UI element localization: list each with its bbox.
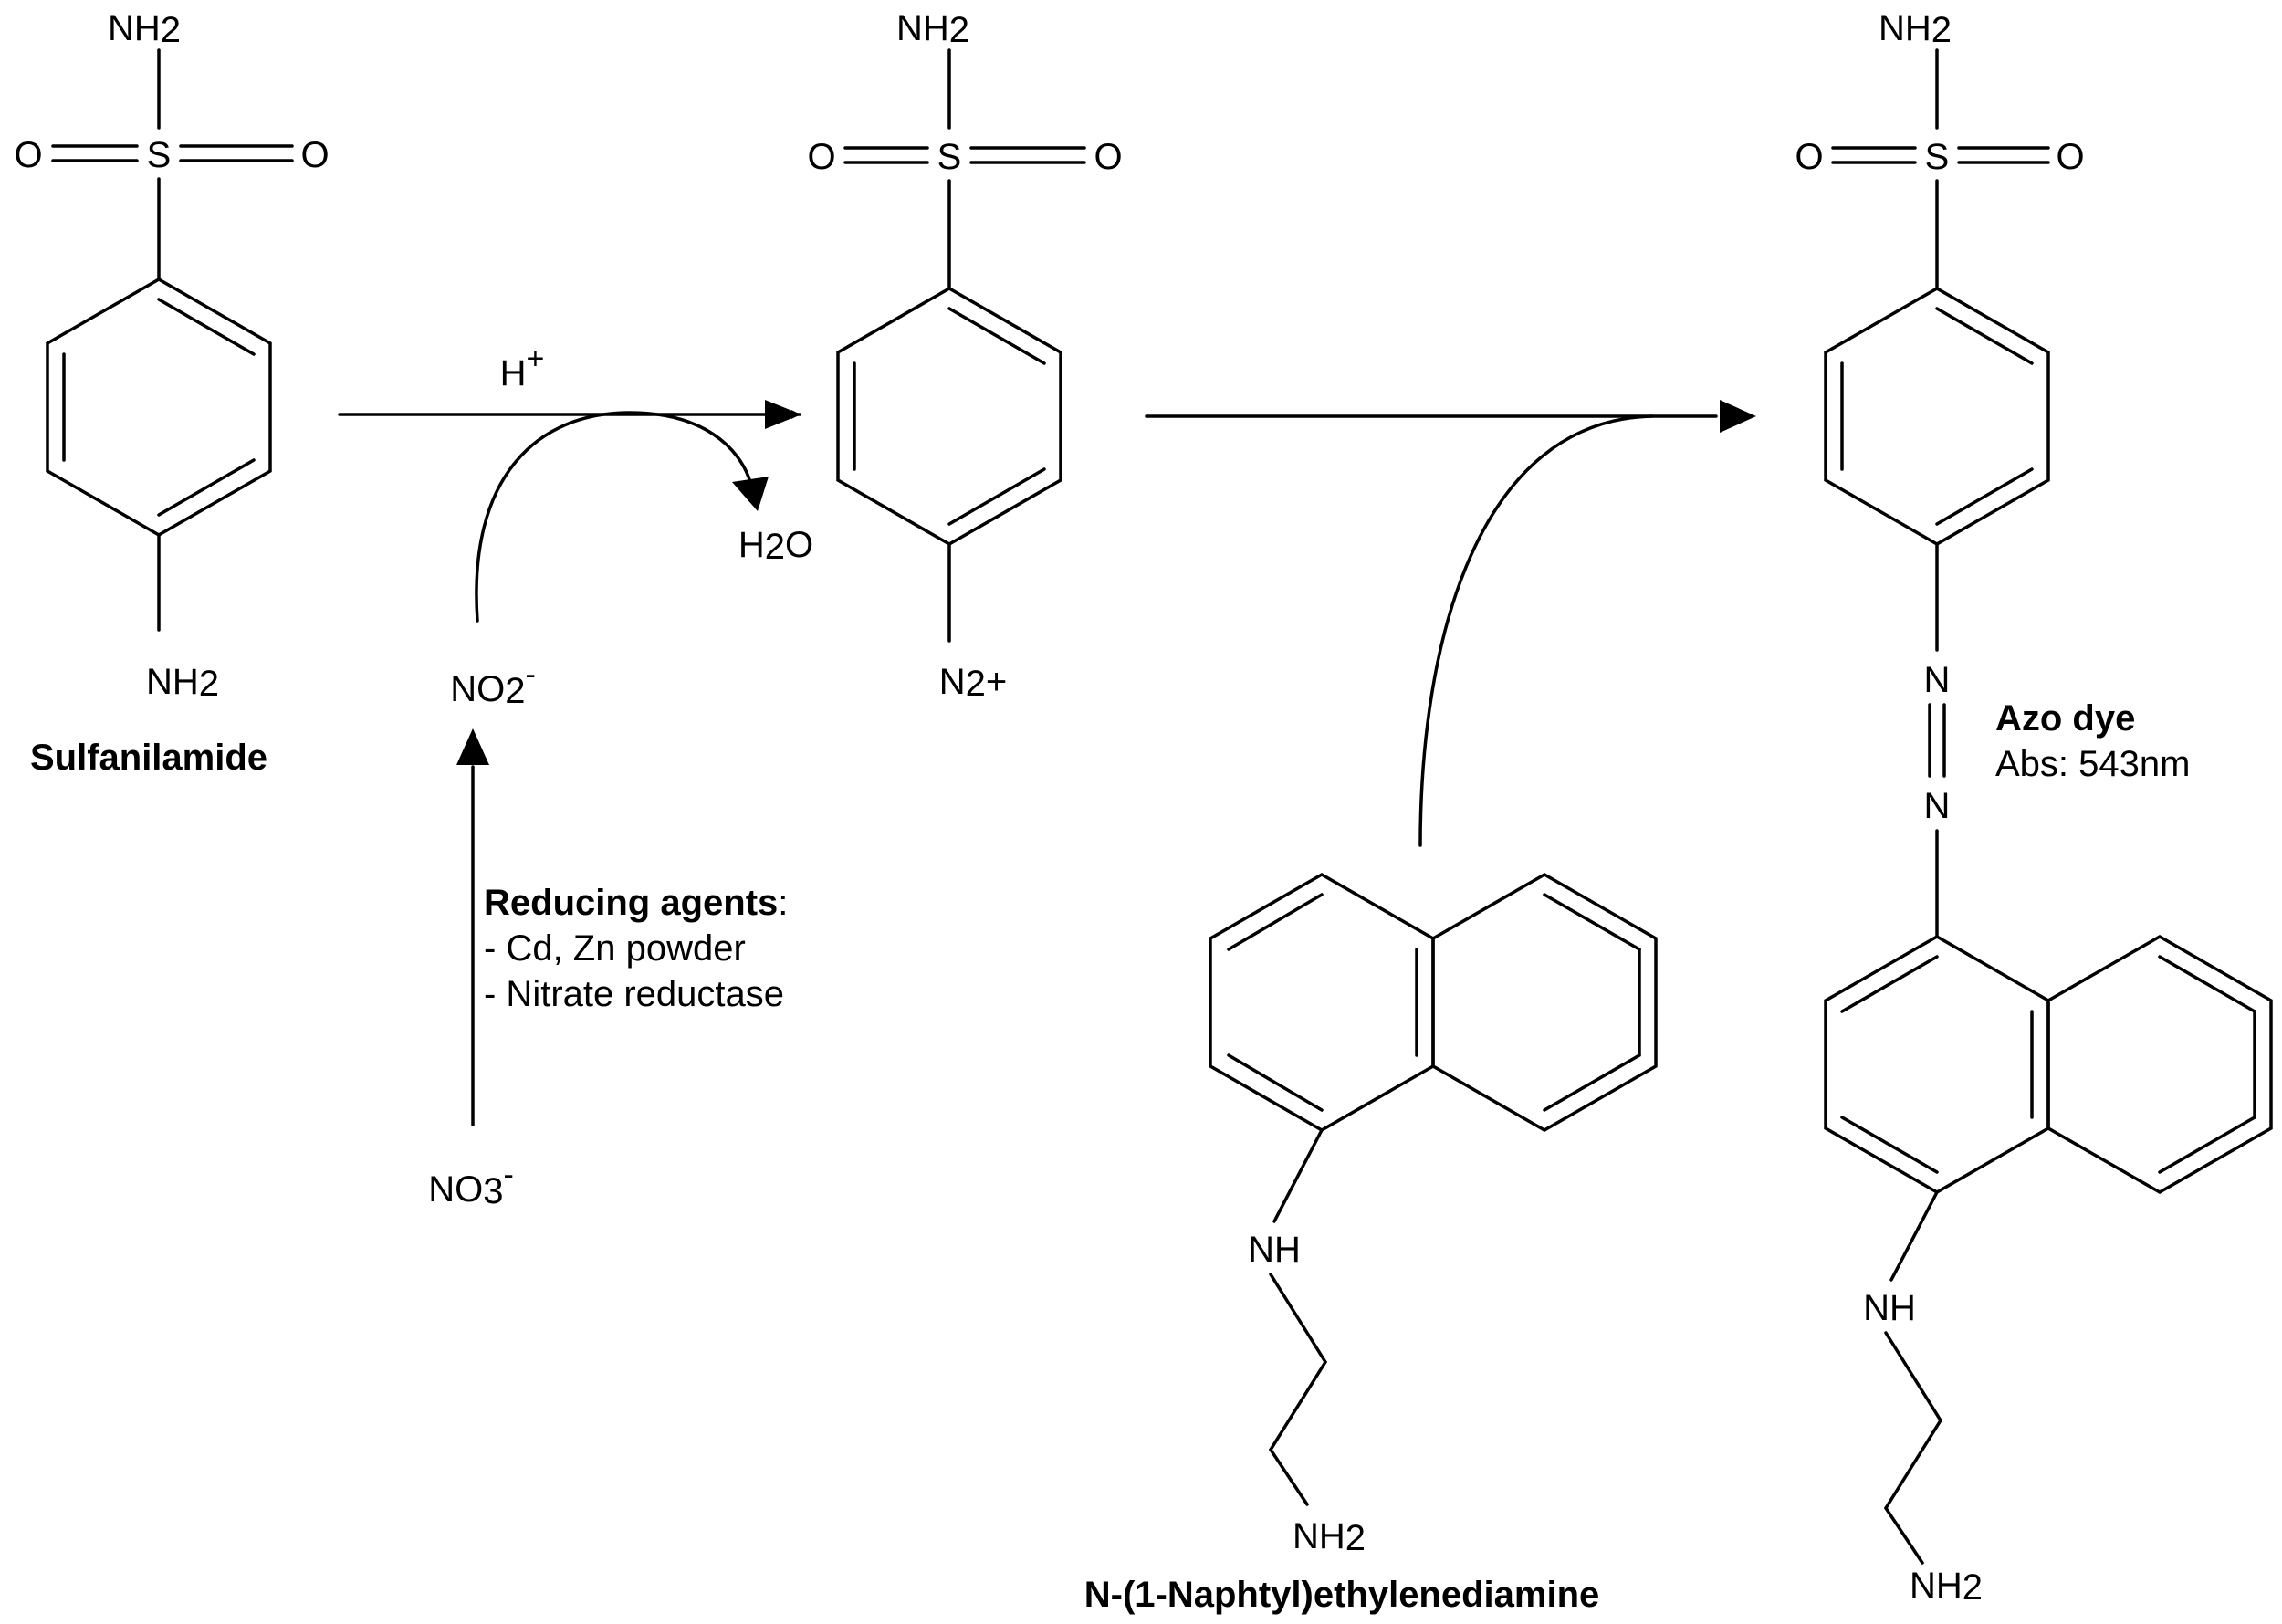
azo-oxygen-left: O [1795, 137, 1823, 177]
acid-label: H+ [500, 341, 545, 393]
sulfanilamide-sulfur: S [147, 135, 172, 175]
reducing-agent-item-2: - Nitrate reductase [484, 974, 784, 1014]
diazonium-sulfur: S [937, 137, 962, 177]
sulfanilamide-name: Sulfanilamide [30, 738, 267, 778]
water-arrowhead [732, 477, 769, 511]
diazonium-n2-plus: N2+ [939, 662, 1008, 704]
diazonium-oxygen-right: O [1094, 137, 1122, 177]
nitrate-label: NO3- [428, 1158, 514, 1211]
azo-oxygen-right: O [2056, 137, 2084, 177]
molecule-diazonium: NH2 S O O N2+ [807, 8, 1122, 704]
ned-nh2: NH2 [1293, 1516, 1366, 1558]
azo-top-nh2: NH2 [1879, 8, 1952, 50]
sulfanilamide-oxygen-left: O [14, 135, 42, 175]
ned-nh: NH [1248, 1230, 1301, 1270]
diazonium-oxygen-left: O [807, 137, 835, 177]
water-label: H2O [738, 525, 813, 567]
azo-n1: N [1924, 660, 1951, 700]
reaction-arrow-1: H+ H2O [338, 341, 813, 623]
molecule-sulfanilamide: NH2 S O O NH2 Sulfanilamide [14, 8, 329, 778]
nitrite-generation: NO2- NO3- Reducing agents: - Cd, Zn powd… [428, 657, 788, 1211]
azo-sulfur: S [1925, 137, 1950, 177]
azo-dye-absorbance: Abs: 543nm [1995, 744, 2190, 784]
azo-n2: N [1924, 786, 1951, 826]
sulfanilamide-top-nh2: NH2 [108, 8, 181, 50]
reaction-arrow-2 [1145, 400, 1756, 847]
sulfanilamide-bottom-nh2: NH2 [146, 662, 219, 704]
azo-nh2: NH2 [1910, 1566, 1983, 1608]
arrow-1-head [765, 400, 801, 429]
reduction-arrow-head [456, 728, 489, 765]
nitrite-curved-arrow [475, 411, 752, 623]
molecule-azo-dye: NH2 S O O N N Azo dye Abs: 543nm NH [1795, 8, 2273, 1608]
ned-curved-arrow [1418, 414, 1654, 847]
nitrite-label: NO2- [450, 657, 536, 711]
ned-name: N-(1-Naphtyl)ethylenediamine [1084, 1575, 1600, 1615]
sulfanilamide-oxygen-right: O [300, 135, 329, 175]
reducing-agents-title: Reducing agents: [484, 883, 788, 923]
azo-nh: NH [1863, 1288, 1916, 1328]
molecule-ned: NH NH2 N-(1-Naphtyl)ethylenediamine [1084, 872, 1658, 1615]
arrow-2-head [1720, 400, 1756, 433]
azo-dye-name: Azo dye [1995, 698, 2135, 739]
diazonium-top-nh2: NH2 [896, 8, 969, 50]
reducing-agent-item-1: - Cd, Zn powder [484, 928, 746, 969]
